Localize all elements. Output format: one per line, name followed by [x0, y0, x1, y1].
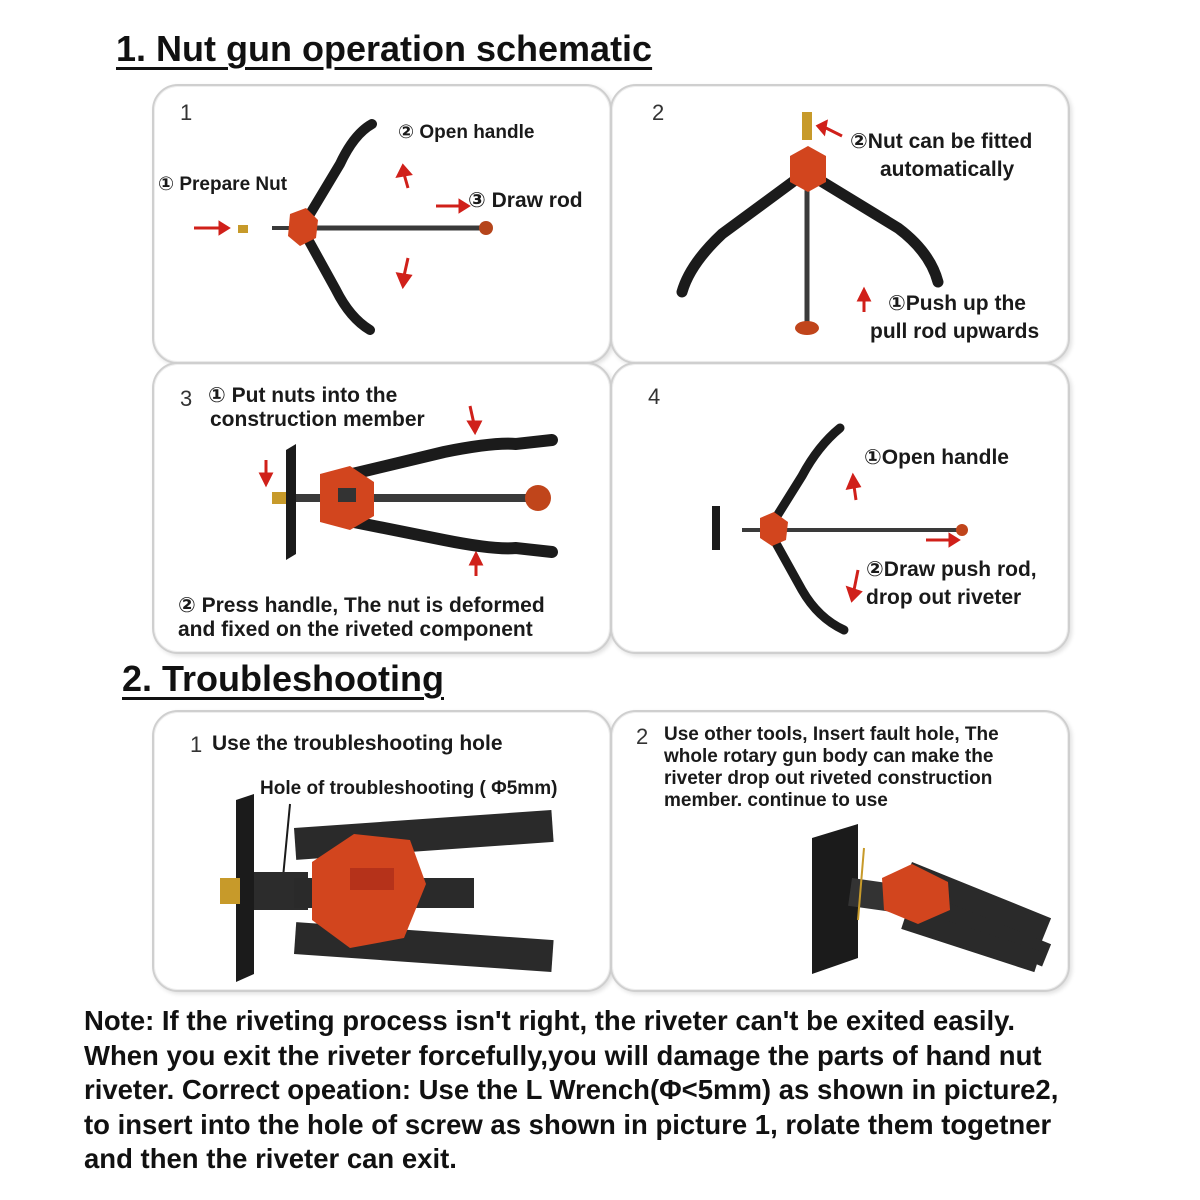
panel-number: 3 [180, 386, 193, 411]
troubleshoot-text-line3: riveter drop out riveted construction [664, 768, 993, 789]
panel-step-4: 4 ①Open handle ②Draw push rod, drop out … [610, 362, 1070, 654]
troubleshoot-text-line4: member. continue to use [664, 790, 888, 811]
label-open-handle: ①Open handle [864, 446, 1009, 469]
label-prepare-nut: ① Prepare Nut [158, 174, 288, 195]
note-line-2: When you exit the riveter forcefully,you… [84, 1039, 1042, 1071]
nut-icon [238, 225, 248, 233]
label-draw-push-line2: drop out riveter [866, 586, 1022, 609]
panel-number: 1 [180, 100, 193, 125]
panel-troubleshoot-2: 2 Use other tools, Insert fault hole, Th… [610, 710, 1070, 992]
riveter-closeup-hole [220, 794, 554, 982]
riveter-removal-illustration [812, 824, 1052, 974]
troubleshoot-text-line1: Use other tools, Insert fault hole, The [664, 724, 999, 745]
riveter-illustration-open [194, 119, 493, 335]
note-line-1: Note: If the riveting process isn't righ… [84, 1005, 1016, 1036]
note-line-4: to insert into the hole of screw as show… [84, 1108, 1052, 1140]
riveter-illustration-release [712, 423, 968, 635]
label-press-line1: ② Press handle, The nut is deformed [178, 594, 545, 617]
note-line-3: riveter. Correct opeation: Use the L Wre… [84, 1074, 1059, 1105]
section-title-troubleshooting: 2. Troubleshooting [122, 658, 444, 699]
panel-step-1: 1 ① Prepare Nut ② Open handle ③ Draw rod [152, 84, 612, 364]
riveter-illustration-pressing [258, 405, 558, 576]
section-title-operation: 1. Nut gun operation schematic [116, 28, 653, 69]
panel-step-3: 3 ① Put nuts into the construction membe… [152, 362, 612, 654]
note-text: Note: If the riveting process isn't righ… [84, 1004, 1174, 1177]
label-push-line1: ①Push up the [888, 292, 1026, 315]
panel-number: 2 [636, 724, 649, 749]
label-draw-rod: ③ Draw rod [468, 189, 583, 212]
troubleshoot-title: Use the troubleshooting hole [212, 732, 503, 755]
label-put-nuts-line1: ① Put nuts into the [208, 384, 398, 407]
panel-number: 4 [648, 384, 661, 409]
label-nut-fitted-line1: ②Nut can be fitted [850, 130, 1033, 153]
troubleshoot-text-line2: whole rotary gun body can make the [664, 746, 994, 767]
label-hole-troubleshooting: Hole of troubleshooting ( Φ5mm) [260, 778, 558, 799]
note-line-5: and then the riveter can exit. [84, 1143, 457, 1174]
label-draw-push-line1: ②Draw push rod, [866, 558, 1037, 581]
panel-number: 2 [652, 100, 665, 125]
panel-troubleshoot-1: 1 Use the troubleshooting hole Hole of t… [152, 710, 612, 992]
label-nut-fitted-line2: automatically [880, 158, 1015, 181]
nut-icon [802, 112, 812, 140]
label-press-line2: and fixed on the riveted component [178, 618, 533, 641]
panel-step-2: 2 ②Nut can be fitted automatically ①Push… [610, 84, 1070, 364]
label-open-handle: ② Open handle [398, 122, 535, 143]
riveter-illustration-upright [676, 112, 944, 335]
label-put-nuts-line2: construction member [210, 408, 425, 431]
panel-number: 1 [190, 732, 203, 757]
label-push-line2: pull rod upwards [870, 320, 1040, 343]
